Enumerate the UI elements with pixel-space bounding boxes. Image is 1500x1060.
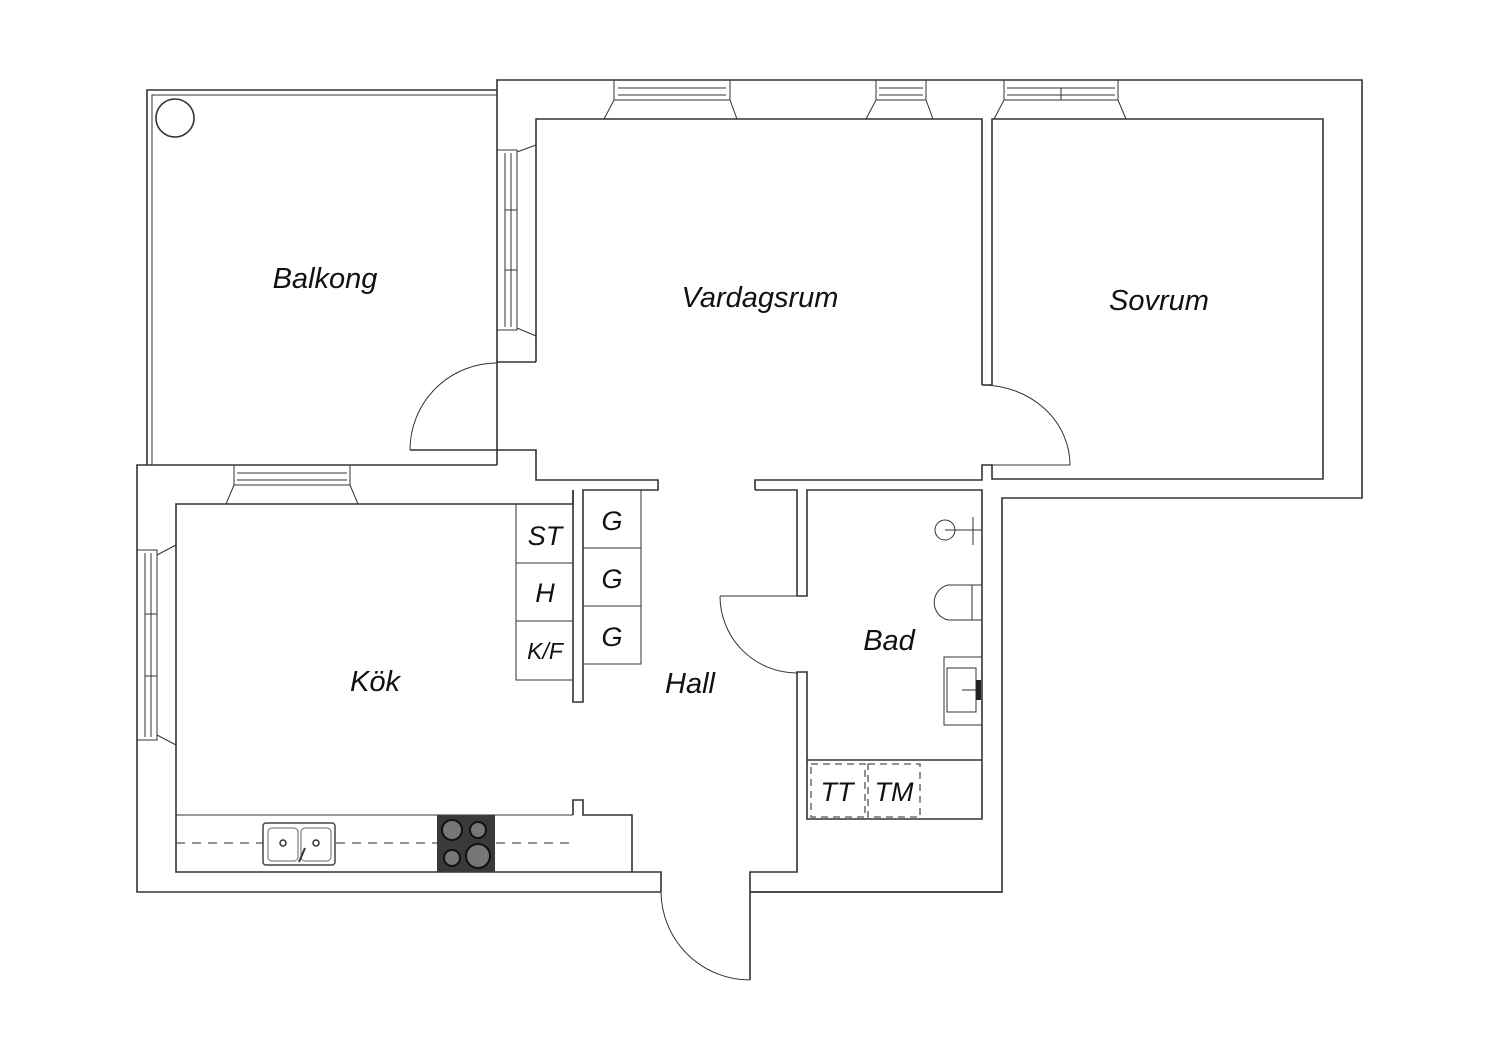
drain-icon [155, 98, 195, 138]
fixture-g: G [601, 564, 622, 594]
bathroom-fixtures: TT TM [810, 517, 983, 818]
fixture-kf: K/F [527, 638, 565, 664]
fixture-tm: TM [875, 777, 914, 807]
bedroom-door[interactable] [981, 384, 1071, 466]
balcony [146, 89, 497, 465]
shower-icon [934, 517, 982, 545]
washbasin-icon [943, 656, 983, 726]
room-label-hall: Hall [665, 668, 717, 700]
fixture-st: ST [528, 521, 565, 551]
stove-icon [437, 815, 495, 872]
window [137, 80, 1127, 746]
kitchen-cabinets: ST H K/F G G G [515, 489, 642, 681]
room-label-balkong: Balkong [273, 263, 378, 295]
fixture-g: G [601, 622, 622, 652]
bathroom-door[interactable] [719, 595, 798, 674]
room-label-vardagsrum: Vardagsrum [682, 282, 839, 314]
sink-icon [262, 822, 336, 866]
room-label-bad: Bad [863, 625, 915, 657]
entrance-door[interactable] [660, 891, 751, 981]
room-label-kok: Kök [350, 666, 401, 698]
room-label-sovrum: Sovrum [1109, 285, 1209, 317]
living-room-wall [535, 118, 983, 385]
kitchen-counter [176, 814, 573, 872]
outer-wall [496, 79, 1363, 893]
toilet-icon [933, 584, 982, 621]
fixture-tt: TT [821, 777, 856, 807]
fixture-h: H [535, 578, 555, 608]
fixture-g: G [601, 506, 622, 536]
balcony-door[interactable] [409, 362, 498, 451]
